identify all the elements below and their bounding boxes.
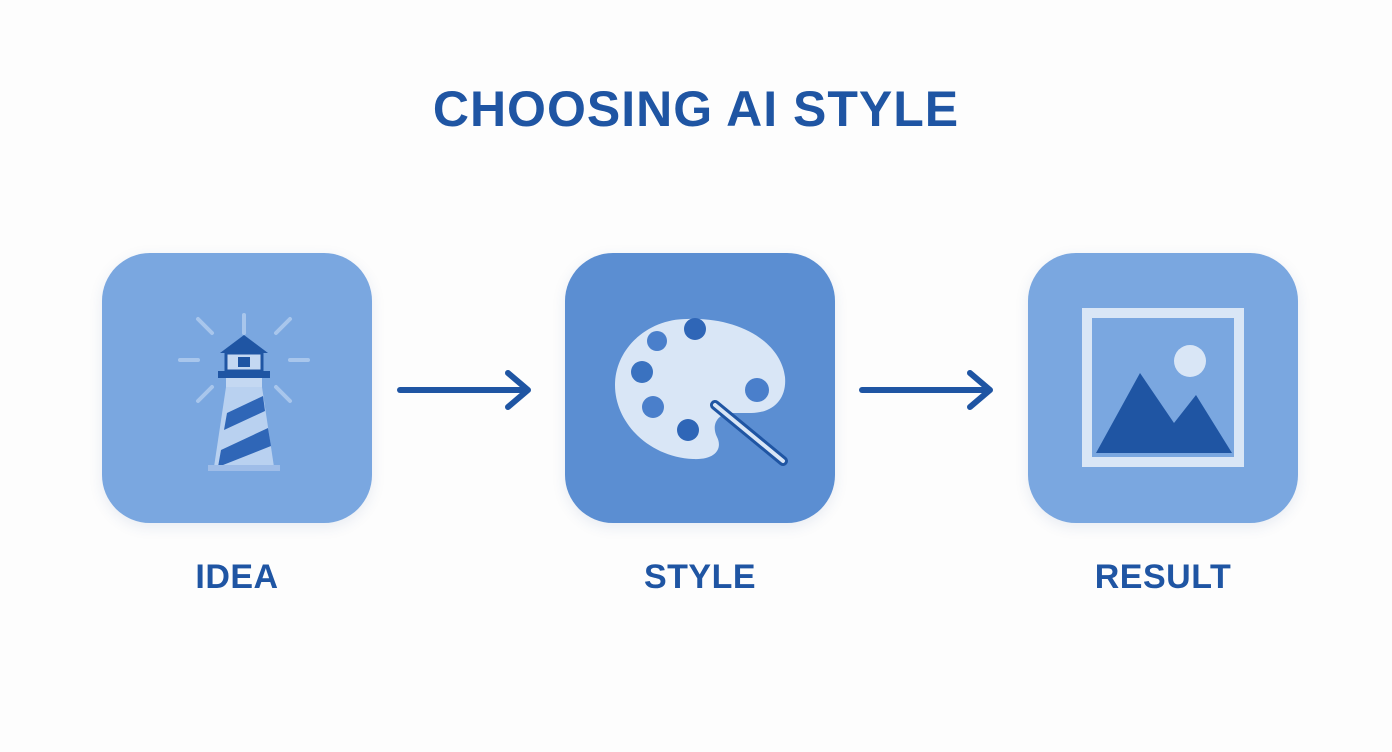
image-icon	[1082, 308, 1244, 467]
palette-icon	[615, 318, 788, 466]
step-result-tile	[1028, 253, 1298, 523]
diagram-title: CHOOSING AI STYLE	[432, 81, 960, 137]
step-result-label: RESULT	[1094, 558, 1232, 596]
step-style-tile	[565, 253, 835, 523]
step-idea-tile	[102, 253, 372, 523]
arrow-right-icon	[859, 370, 993, 410]
lighthouse-icon	[178, 313, 310, 471]
arrow-right-icon	[397, 370, 531, 410]
step-idea-label: IDEA	[195, 558, 279, 596]
step-style-label: STYLE	[643, 558, 757, 596]
